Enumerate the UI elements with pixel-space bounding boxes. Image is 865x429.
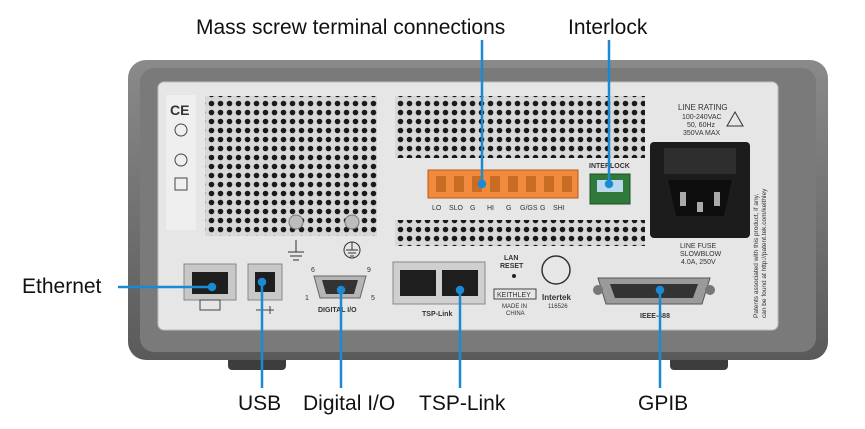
made-in-line: CHINA (506, 311, 525, 317)
vent-grille-left (205, 96, 377, 236)
line-rating-line: 100-240VAC (682, 114, 722, 121)
callout-interlock: Interlock (568, 16, 648, 39)
recycling-icon (174, 153, 188, 167)
terminal-labels: LO SLO G HI G G/GS G SHI (432, 205, 565, 212)
mass-screw-terminal-block[interactable] (427, 169, 579, 199)
callout-gpib: GPIB (638, 392, 689, 415)
line-rating: LINE RATING 100-240VAC 50, 60Hz 350VA MA… (678, 103, 728, 137)
network-icon (199, 299, 221, 311)
regulatory-icon (174, 123, 188, 137)
terminal-label: LO (432, 205, 442, 212)
digital-io-label: DIGITAL I/O (318, 307, 357, 314)
line-rating-title: LINE RATING (678, 103, 728, 112)
callout-mass-screw: Mass screw terminal connections (196, 16, 506, 39)
terminal-label: G (540, 205, 545, 212)
brand-label: KEITHLEY (497, 292, 531, 299)
line-rating-line: 50, 60Hz (687, 122, 716, 129)
earth-ground-screw (344, 214, 360, 230)
patents-line: can be found at http://patent.tek.com/ke… (761, 188, 768, 318)
dsub-pin-label: 9 (367, 267, 371, 274)
chassis-ground-icon (288, 240, 304, 261)
terminal-label: G (470, 205, 475, 212)
made-in-line: MADE IN (502, 304, 527, 310)
tsp-link-label: TSP-Link (422, 311, 452, 318)
vent-grille-mid (395, 220, 645, 246)
etl-mark (541, 255, 571, 285)
warning-icon (726, 110, 744, 127)
lan-reset-line: LAN (504, 255, 518, 262)
terminal-label: SLO (449, 205, 464, 212)
callout-leaders (118, 40, 665, 388)
terminal-label: SHI (553, 205, 565, 212)
terminal-label: G/GS (520, 205, 538, 212)
callout-ethernet: Ethernet (22, 275, 102, 298)
line-fuse-line: SLOWBLOW (680, 251, 722, 258)
ce-mark: CE (170, 102, 189, 118)
line-fuse-line: LINE FUSE (680, 243, 717, 250)
chassis-ground-screw (288, 214, 304, 230)
terminal-label: G (506, 205, 511, 212)
line-fuse: LINE FUSE SLOWBLOW 4.0A, 250V (680, 243, 722, 266)
cert-number: 116526 (548, 304, 568, 310)
dsub-pin-label: 1 (305, 295, 309, 302)
dsub-pin-labels: 6 9 1 5 (305, 267, 375, 302)
vent-grille-top (395, 96, 645, 158)
callout-usb: USB (238, 392, 282, 415)
lan-reset-line: RESET (500, 263, 524, 270)
line-rating-line: 350VA MAX (683, 130, 721, 137)
dsub-pin-label: 5 (371, 295, 375, 302)
callout-tsp-link: TSP-Link (419, 392, 506, 415)
patents-line: Patents associated with this product, if… (753, 194, 760, 318)
intertek-label: Intertek (542, 293, 571, 302)
weee-icon (174, 177, 188, 191)
line-fuse-line: 4.0A, 250V (681, 259, 716, 266)
patents-notice: Patents associated with this product, if… (753, 188, 768, 318)
lan-reset-button[interactable] (512, 274, 516, 278)
dsub-pin-label: 6 (311, 267, 315, 274)
lan-reset: LAN RESET (500, 255, 524, 270)
terminal-label: HI (487, 205, 494, 212)
callout-digital-io: Digital I/O (303, 392, 396, 415)
ieee-label: IEEE-488 (640, 313, 670, 320)
